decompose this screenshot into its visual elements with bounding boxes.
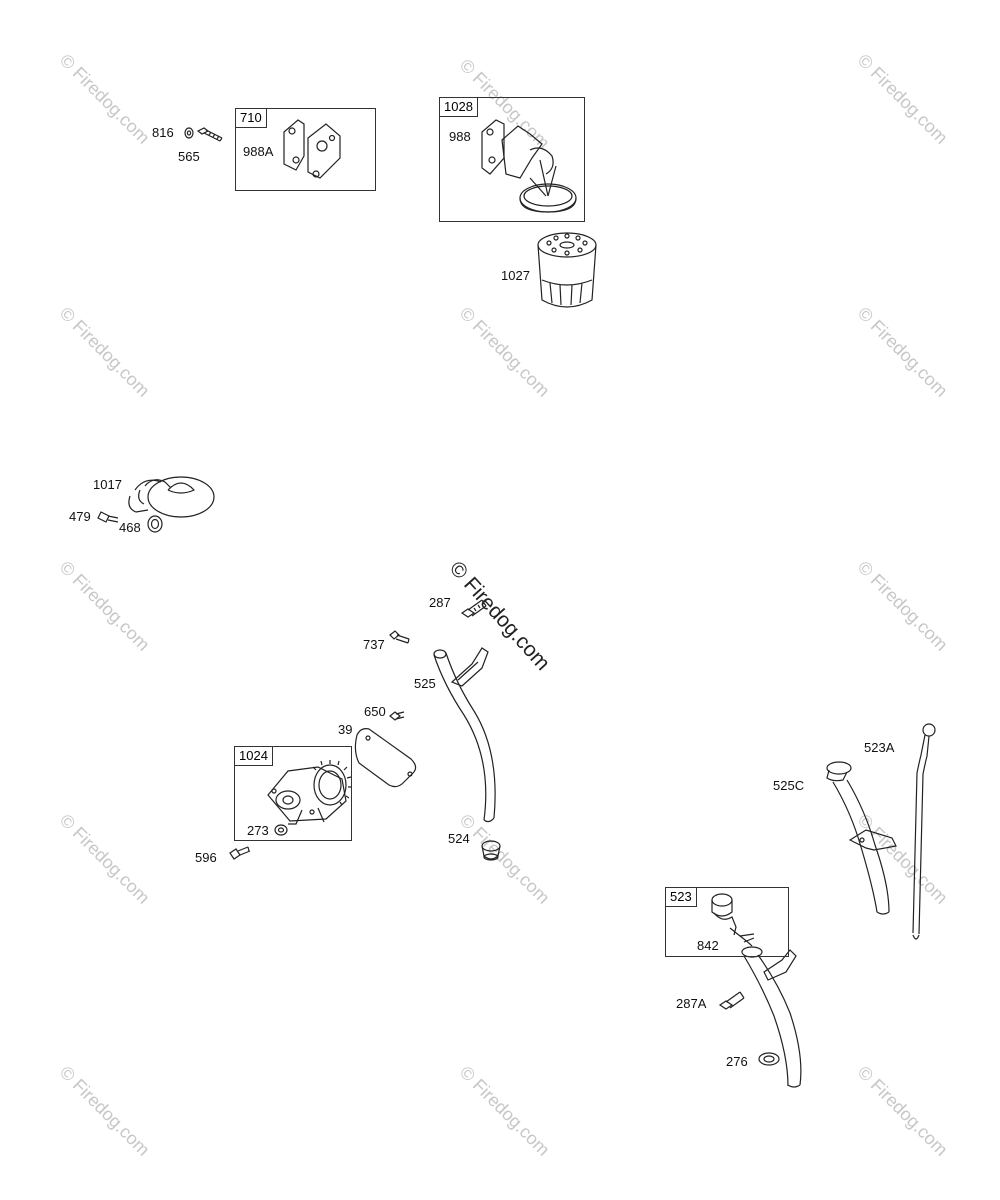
part-label-988A: 988A [243, 144, 274, 159]
dipstick-cap-523-icon [711, 893, 755, 947]
part-label-737: 737 [363, 637, 385, 652]
part-label-842: 842 [697, 938, 719, 953]
part-label-287: 287 [429, 595, 451, 610]
bolt-650-icon [389, 711, 405, 721]
bolt-737-icon [389, 630, 410, 644]
part-label-479: 479 [69, 509, 91, 524]
group-box-1024: 1024 [234, 746, 352, 841]
part-label-988: 988 [449, 129, 471, 144]
part-label-276: 276 [726, 1054, 748, 1069]
part-label-650: 650 [364, 704, 386, 719]
dipstick-523A-icon [912, 723, 936, 940]
oring-273-icon [274, 824, 288, 836]
dipstick-tube-525-icon [433, 647, 496, 823]
grommet-276-icon [758, 1052, 780, 1066]
part-label-468: 468 [119, 520, 141, 535]
plug-287-icon [460, 599, 487, 618]
filter-adapter-988-icon [481, 119, 577, 213]
part-label-816: 816 [152, 125, 174, 140]
part-label-1017: 1017 [93, 477, 122, 492]
grommet-524-icon [481, 840, 501, 861]
part-label-523A: 523A [864, 740, 895, 755]
screw-479-icon [97, 511, 119, 523]
dipstick-tube-525C-icon [826, 761, 897, 915]
part-label-525C: 525C [773, 778, 805, 793]
part-label-1027: 1027 [501, 268, 530, 283]
screw-596-icon [229, 846, 251, 860]
part-label-596: 596 [195, 850, 217, 865]
dipstick-tube-lower-icon [741, 946, 802, 1088]
part-label-565: 565 [178, 149, 200, 164]
washer-816-icon [184, 127, 194, 139]
part-label-287A: 287A [676, 996, 707, 1011]
cover-39-icon [354, 728, 417, 788]
screw-565-icon [196, 127, 223, 142]
group-label-523: 523 [665, 887, 697, 907]
oil-pump-1024-icon [267, 760, 352, 825]
part-label-39: 39 [338, 722, 353, 737]
part-label-273: 273 [247, 823, 269, 838]
bolt-287A-icon [718, 991, 745, 1010]
oil-filter-1027-icon [537, 232, 597, 308]
group-label-1028: 1028 [439, 97, 478, 117]
oring-468-icon [147, 515, 163, 533]
part-label-524: 524 [448, 831, 470, 846]
gasket-988A-icon [283, 119, 341, 179]
oil-pickup-1017-icon [128, 476, 215, 518]
group-box-523: 523 [665, 887, 789, 957]
group-box-710: 710 [235, 108, 376, 191]
group-label-1024: 1024 [234, 746, 273, 766]
group-box-1028: 1028 [439, 97, 585, 222]
part-label-525: 525 [414, 676, 436, 691]
group-label-710: 710 [235, 108, 267, 128]
